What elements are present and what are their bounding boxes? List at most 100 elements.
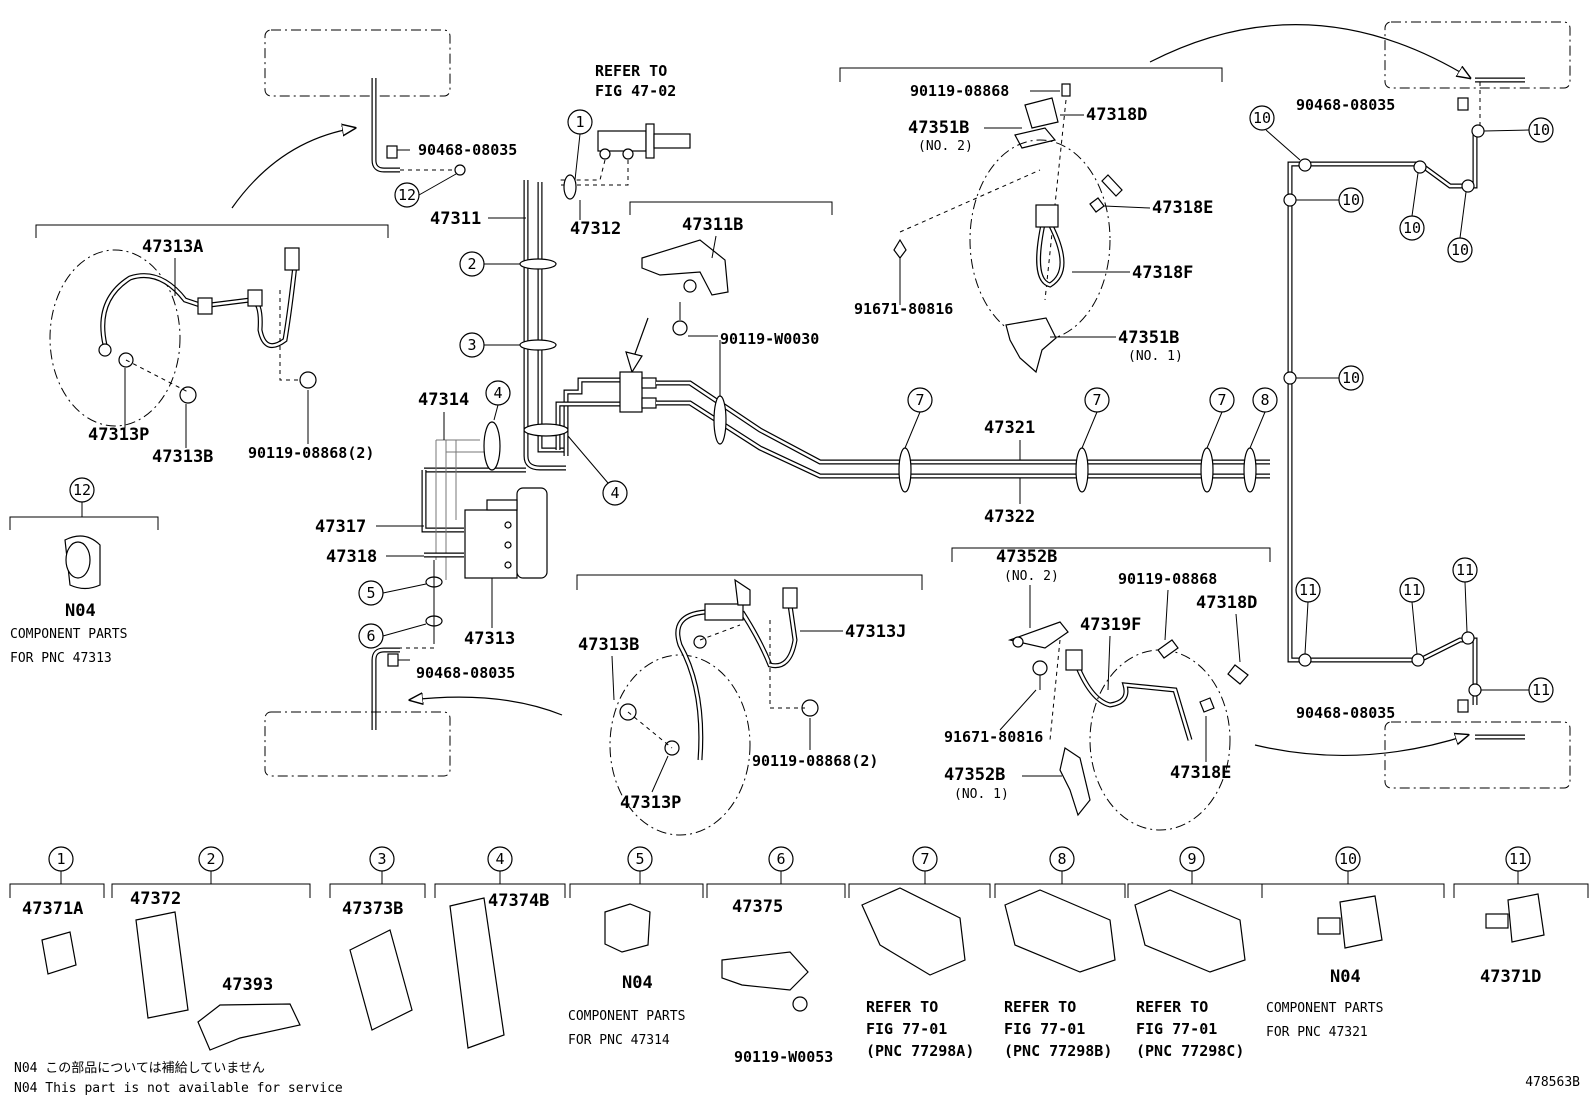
diagram-id: 478563B (1525, 1075, 1580, 1090)
label-47352B-top-sub: (NO. 2) (1004, 569, 1059, 584)
svg-text:11: 11 (1299, 581, 1317, 599)
bracket-47311b (619, 201, 1270, 493)
rear-hose-middle (576, 574, 923, 836)
svg-text:12: 12 (398, 186, 416, 204)
label-91671-80816-r: 91671-80816 (944, 728, 1043, 746)
svg-text:10: 10 (1403, 219, 1421, 237)
label-90468-08035-br: 90468-08035 (1296, 704, 1395, 722)
bottom-callout-7: 7 (912, 846, 938, 872)
callout-10-e: 10 (1447, 237, 1473, 263)
svg-text:11: 11 (1509, 850, 1527, 868)
svg-text:4: 4 (493, 384, 502, 402)
left-box-12 (9, 516, 159, 590)
label-47313B-m: 47313B (578, 635, 639, 655)
callout-7-a: 7 (907, 387, 933, 413)
front-left-area (35, 29, 466, 427)
label-47318: 47318 (326, 547, 377, 567)
label-91671-80816-top: 91671-80816 (854, 300, 953, 318)
callout-1-main: 1 (567, 109, 593, 135)
refer-fig-line1: REFER TO (595, 62, 667, 80)
callout-7-c: 7 (1209, 387, 1235, 413)
component-parts-5-2: FOR PNC 47314 (568, 1033, 670, 1048)
svg-text:9: 9 (1187, 850, 1196, 868)
n04-5: N04 (622, 973, 653, 993)
svg-text:3: 3 (467, 336, 476, 354)
callout-6-main: 6 (358, 623, 384, 649)
svg-text:10: 10 (1342, 369, 1360, 387)
callout-10-a: 10 (1249, 105, 1275, 131)
svg-text:11: 11 (1532, 681, 1550, 699)
rear-sensor-lower (951, 547, 1271, 831)
label-47311: 47311 (430, 209, 481, 229)
label-47351B-top: 47351B (908, 118, 969, 138)
refer-7-2: FIG 77-01 (866, 1020, 947, 1038)
component-parts-5-1: COMPONENT PARTS (568, 1009, 685, 1024)
label-47312: 47312 (570, 219, 621, 239)
bottom-callout-2: 2 (198, 846, 224, 872)
refer-8-2: FIG 77-01 (1004, 1020, 1085, 1038)
label-47313: 47313 (464, 629, 515, 649)
svg-text:10: 10 (1253, 109, 1271, 127)
callout-4-main-b: 4 (602, 480, 628, 506)
svg-text:4: 4 (495, 850, 504, 868)
callout-11-c: 11 (1452, 557, 1478, 583)
left-box-text: 12 N04 COMPONENT PARTS FOR PNC 47313 (10, 477, 127, 666)
label-47352B-bot-sub: (NO. 1) (954, 787, 1009, 802)
component-parts-left-2: FOR PNC 47313 (10, 651, 112, 666)
label-90468-08035-tl: 90468-08035 (418, 141, 517, 159)
bottom-callout-4: 4 (487, 846, 513, 872)
front-brake-lines (264, 174, 620, 777)
callout-3-main: 3 (459, 332, 485, 358)
label-47311B: 47311B (682, 215, 743, 235)
svg-text:3: 3 (377, 850, 386, 868)
footnote-en: N04 This part is not available for servi… (14, 1081, 343, 1096)
svg-text:6: 6 (366, 627, 375, 645)
part-47372: 47372 (130, 889, 181, 909)
callout-11-a: 11 (1295, 577, 1321, 603)
bottom-callout-3: 3 (369, 846, 395, 872)
label-47313B-l: 47313B (152, 447, 213, 467)
svg-text:7: 7 (915, 391, 924, 409)
callout-10-f: 10 (1338, 365, 1364, 391)
n04-10: N04 (1330, 967, 1361, 987)
refer-7-3: (PNC 77298A) (866, 1042, 974, 1060)
callout-5-main: 5 (358, 580, 384, 606)
label-47318E-r: 47318E (1170, 763, 1231, 783)
bottom-callout-1: 1 (48, 846, 74, 872)
svg-text:10: 10 (1451, 241, 1469, 259)
svg-text:11: 11 (1456, 561, 1474, 579)
callouts: 1 2 3 4 4 5 6 7 7 7 8 10 10 10 10 10 10 … (358, 105, 1554, 703)
part-labels: REFER TO FIG 47-02 90468-08035 47311 473… (88, 62, 1395, 813)
svg-text:5: 5 (635, 850, 644, 868)
label-47314: 47314 (418, 390, 469, 410)
part-47371A: 47371A (22, 899, 83, 919)
part-47393: 47393 (222, 975, 273, 995)
bottom-callout-9: 9 (1179, 846, 1205, 872)
svg-text:7: 7 (1092, 391, 1101, 409)
footnote-jp: N04 この部品については補給していません (14, 1061, 265, 1076)
refer-9-1: REFER TO (1136, 998, 1208, 1016)
bottom-callout-10: 10 (1335, 846, 1361, 872)
callout-12-main: 12 (394, 182, 420, 208)
rear-sensor-upper (839, 67, 1223, 374)
label-47322: 47322 (984, 507, 1035, 527)
label-47352B-top: 47352B (996, 547, 1057, 567)
label-90119-08868-r: 90119-08868 (1118, 570, 1217, 588)
svg-text:7: 7 (920, 850, 929, 868)
refer-fig-line2: FIG 47-02 (595, 82, 676, 100)
label-47351B-bot-sub: (NO. 1) (1128, 349, 1183, 364)
refer-7-1: REFER TO (866, 998, 938, 1016)
svg-text:1: 1 (56, 850, 65, 868)
label-90119-08868-2-m: 90119-08868(2) (752, 752, 878, 770)
svg-text:10: 10 (1342, 191, 1360, 209)
refer-9-3: (PNC 77298C) (1136, 1042, 1244, 1060)
label-90468-08035-tr: 90468-08035 (1296, 96, 1395, 114)
callout-11-b: 11 (1399, 577, 1425, 603)
n04-left: N04 (65, 601, 96, 621)
callout-label: 1 (575, 113, 584, 131)
svg-text:2: 2 (206, 850, 215, 868)
callout-2-main: 2 (459, 251, 485, 277)
refer-8-3: (PNC 77298B) (1004, 1042, 1112, 1060)
label-47313P-l: 47313P (88, 425, 149, 445)
svg-text:4: 4 (610, 484, 619, 502)
